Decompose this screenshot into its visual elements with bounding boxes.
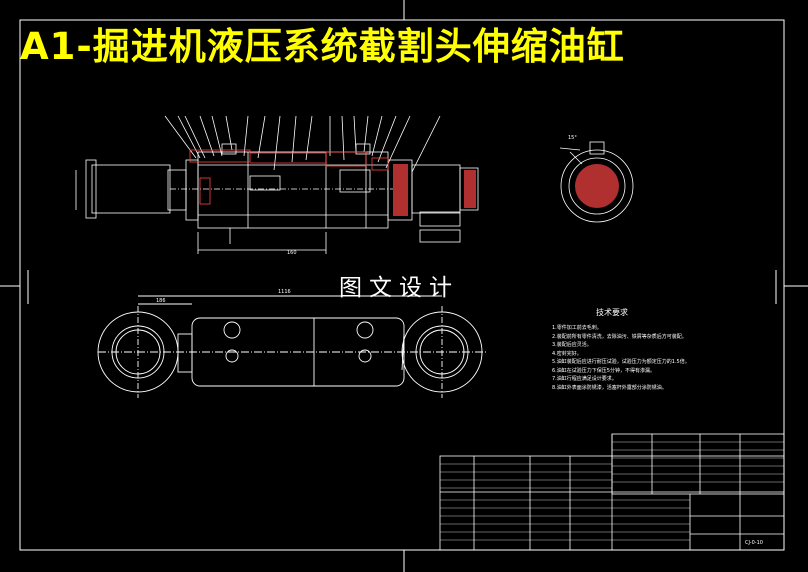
watermark-text: 图文设计	[339, 275, 459, 301]
title-block-rows	[440, 441, 784, 541]
bottom-eye-hatch	[393, 164, 476, 216]
drawing-title: A1-掘进机液压系统截割头伸缩油缸	[20, 25, 625, 68]
drawing-code: CJ-0-10	[745, 540, 763, 546]
side-view	[559, 141, 634, 223]
tech-note: 8.油缸外表面涂防锈漆，活塞杆外露部分涂防锈油。	[552, 384, 667, 391]
tech-note: 3.装配后应灵活。	[552, 342, 592, 348]
title-block	[439, 433, 785, 551]
tech-note: 6.油缸在试验压力下保压5分钟，不得有渗漏。	[552, 367, 655, 374]
tech-note: 1.零件加工前去毛刺。	[552, 325, 602, 331]
tech-note: 4.密封完好。	[552, 350, 582, 357]
tech-requirements-title: 技术要求	[596, 308, 628, 317]
section-hatch	[189, 149, 389, 205]
sectional-view	[75, 115, 479, 254]
tech-requirements-list: 1.零件加工前去毛刺。 2.装配前所有零件清洗，去除油污、铁屑等杂质后方可装配。…	[552, 324, 732, 392]
tech-note: 5.油缸装配后应进行耐压试验，试验压力为额定压力的1.5倍。	[552, 359, 690, 365]
tech-note: 2.装配前所有零件清洗，去除油污、铁屑等杂质后方可装配。	[552, 333, 687, 340]
outline-view	[97, 295, 488, 398]
side-view-hatch	[575, 164, 619, 208]
angle-label: 15°	[568, 135, 577, 141]
section-height-dimension: 160	[287, 250, 297, 256]
tech-note: 7.油缸行程应满足设计要求。	[552, 376, 617, 382]
stroke-dimension: 1116	[278, 289, 291, 295]
rod-end-dimension: 186	[156, 298, 166, 304]
